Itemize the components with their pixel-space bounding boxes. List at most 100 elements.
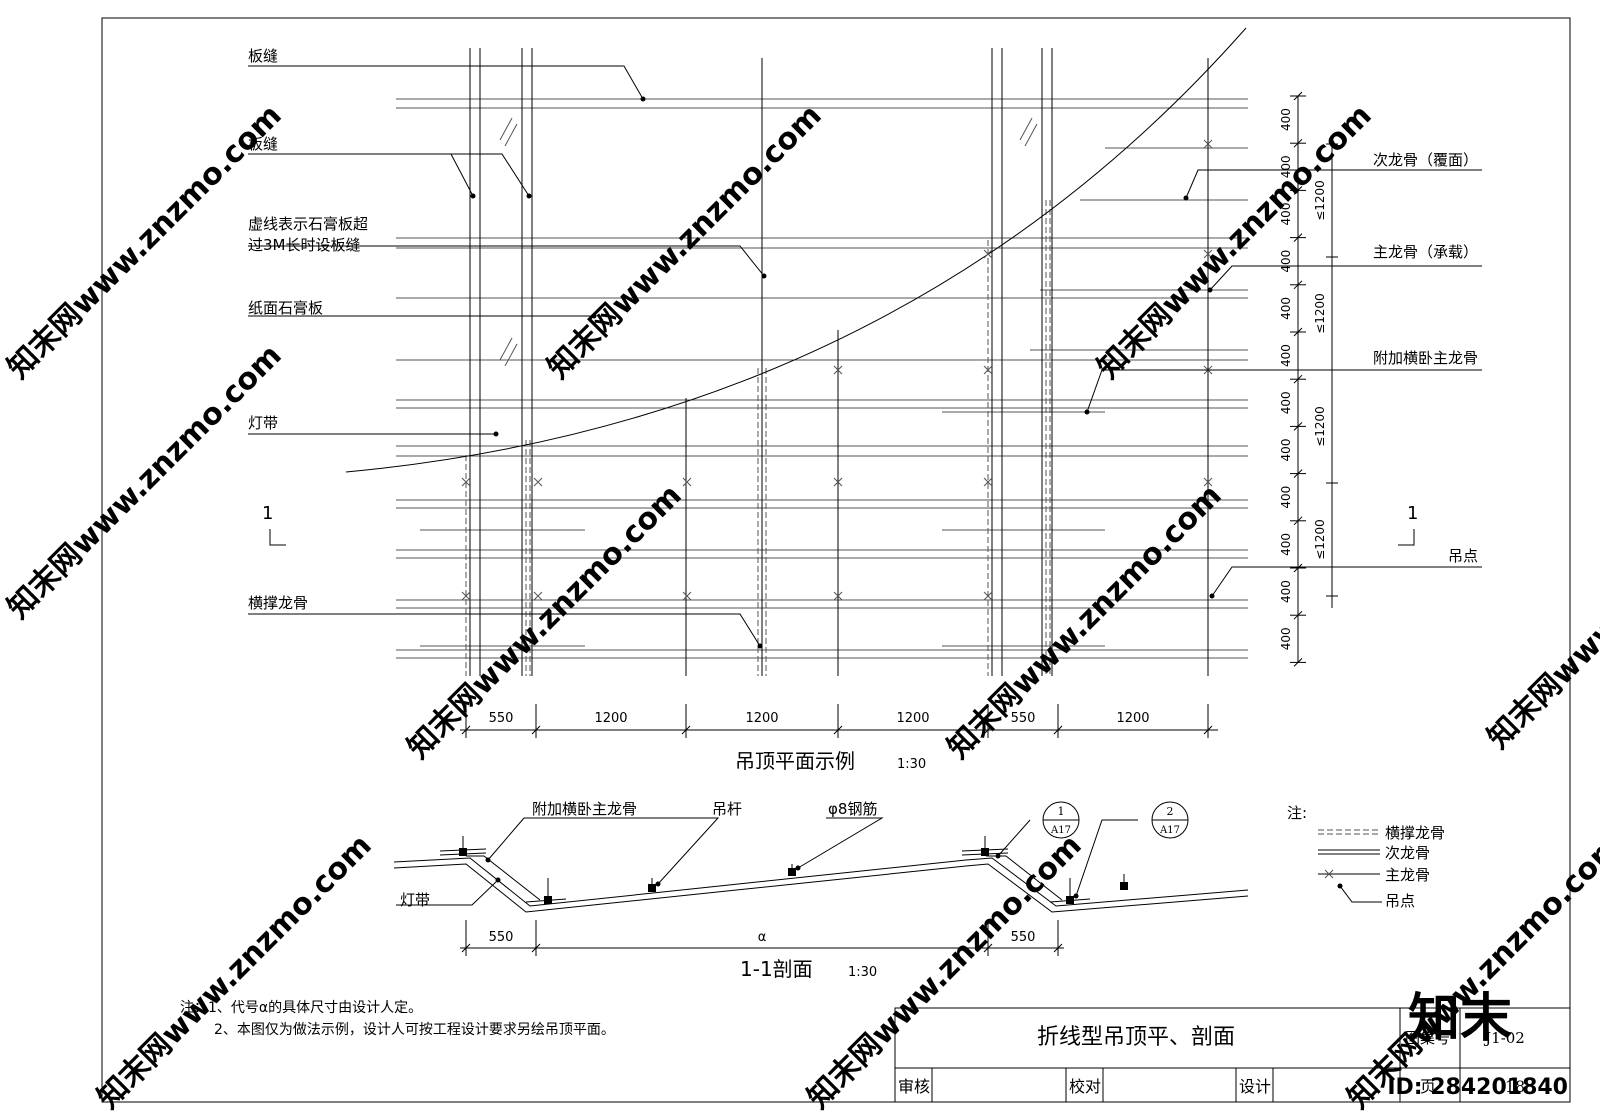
label-hanger-point: 吊点: [1448, 547, 1478, 565]
watermark-site-4: 知末网www.znzmo.com: [1, 338, 289, 626]
watermark-site-2: 知末网www.znzmo.com: [541, 98, 829, 386]
svg-text:1: 1: [1407, 503, 1418, 524]
legend-hanger-point: 吊点: [1385, 892, 1415, 910]
label-board-joint-1: 板缝: [248, 47, 278, 65]
right-dim-400: 400: [1279, 155, 1293, 178]
page-number: 18: [1505, 1077, 1525, 1096]
reviewer-label: 审核: [898, 1077, 930, 1096]
label-light-strip: 灯带: [248, 414, 278, 432]
checker-label: 校对: [1069, 1077, 1101, 1096]
right-dim-group-1200: ≤1200: [1313, 406, 1327, 447]
right-dim-slash: [1293, 563, 1303, 573]
legend-secondary-keel: 次龙骨: [1385, 844, 1430, 862]
svg-text:A17: A17: [1050, 825, 1071, 836]
sec-label-light-strip: 灯带: [400, 891, 430, 909]
right-dim-slash: [1293, 374, 1303, 384]
bottom-dim-label: 1200: [745, 711, 778, 726]
right-dim-400: 400: [1279, 486, 1293, 509]
right-dim-group-1200: ≤1200: [1313, 519, 1327, 560]
right-dim-400: 400: [1279, 439, 1293, 462]
watermark-site-7: 知末网www.znzmo.com: [1481, 468, 1600, 756]
right-dim-slash: [1293, 610, 1303, 620]
plan-view: 板缝 板缝 虚线表示石膏板超 过3M长时设板缝 纸面石膏板 灯带 横撑龙骨 次龙…: [248, 27, 1482, 773]
right-dim-400: 400: [1279, 391, 1293, 414]
svg-text:1: 1: [262, 503, 273, 524]
sec-dim-550-left: 550: [489, 930, 514, 945]
label-extra-main-keel: 附加横卧主龙骨: [1373, 349, 1478, 367]
svg-text:2: 2: [1167, 805, 1174, 818]
bottom-dim-slash: [461, 725, 471, 735]
bottom-dim-label: 1200: [896, 711, 929, 726]
legend: 注: 横撑龙骨 次龙骨 主龙骨 吊点: [1287, 804, 1445, 910]
right-dim-group-1200: ≤1200: [1313, 180, 1327, 221]
right-dim-400: 400: [1279, 108, 1293, 131]
watermark-brand: 知末: [1408, 989, 1512, 1049]
watermark-site-8: 知末网www.znzmo.com: [91, 828, 379, 1116]
bottom-dim-slash: [1053, 725, 1063, 735]
bottom-dim-label: 550: [489, 711, 514, 726]
right-dim-400: 400: [1279, 580, 1293, 603]
bottom-dim-slash: [681, 725, 691, 735]
watermark-site-6: 知末网www.znzmo.com: [941, 478, 1229, 766]
watermark-site-1: 知末网www.znzmo.com: [1, 98, 289, 386]
watermark-site-5: 知末网www.znzmo.com: [401, 478, 689, 766]
svg-text:1: 1: [1058, 805, 1065, 818]
section-mark-right: 1: [1398, 503, 1418, 546]
right-dim-slash: [1293, 186, 1303, 195]
sec-dim-550-right: 550: [1011, 930, 1036, 945]
svg-text:A17: A17: [1159, 825, 1180, 836]
bottom-dim-slash: [531, 725, 541, 735]
right-dim-400: 400: [1279, 533, 1293, 556]
notes: 注：1、代号α的具体尺寸由设计人定。 2、本图仅为做法示例，设计人可按工程设计要…: [180, 1000, 615, 1038]
label-board-joint-2: 板缝: [248, 135, 278, 153]
right-dim-slash: [1293, 280, 1303, 290]
sec-label-extra-main-keel: 附加横卧主龙骨: [532, 800, 637, 818]
legend-cross-brace: 横撑龙骨: [1385, 824, 1445, 842]
bottom-dim-slash: [983, 725, 993, 735]
designer-label: 设计: [1239, 1077, 1271, 1096]
legend-heading: 注:: [1287, 804, 1307, 822]
bottom-dim-slash: [833, 725, 843, 735]
watermark-id: ID: 284201840: [1387, 1075, 1568, 1100]
right-dim-slash: [1293, 91, 1303, 101]
right-dim-slash: [1293, 422, 1303, 431]
sec-label-rebar: φ8钢筋: [828, 800, 877, 818]
right-dim-slash: [1293, 516, 1303, 526]
section-view: 附加横卧主龙骨 吊杆 φ8钢筋 灯带 1 A17 2 A17: [393, 800, 1249, 981]
section-mark-left: 1: [262, 503, 286, 546]
bottom-dim-label: 1200: [594, 711, 627, 726]
right-dim-slash: [1293, 658, 1303, 667]
callout-2: 2 A17: [1151, 801, 1189, 839]
watermark-site-10: 知末网www.znzmo.com: [1341, 828, 1600, 1116]
label-dashed-note-1: 虚线表示石膏板超: [248, 215, 368, 233]
label-secondary-keel: 次龙骨（覆面）: [1373, 151, 1478, 169]
right-dim-slash: [1293, 138, 1303, 148]
right-dim-400: 400: [1279, 203, 1293, 226]
sheet-frame: [101, 17, 1571, 1103]
bottom-dim-slash: [1203, 725, 1213, 735]
sheet-title: 折线型吊顶平、剖面: [1037, 1025, 1235, 1050]
bottom-dim-label: 1200: [1116, 711, 1149, 726]
watermark-site-9: 知末网www.znzmo.com: [801, 828, 1089, 1116]
label-gypsum-board: 纸面石膏板: [248, 299, 323, 317]
label-main-keel: 主龙骨（承载）: [1373, 243, 1478, 261]
right-dim-400: 400: [1279, 627, 1293, 650]
right-dim-group-1200: ≤1200: [1313, 293, 1327, 334]
label-dashed-note-2: 过3M长时设板缝: [248, 236, 361, 254]
right-dim-slash: [1293, 469, 1303, 478]
atlas-number: J1-02: [1483, 1029, 1525, 1047]
sec-dim-alpha: α: [758, 930, 767, 945]
plan-scale: 1:30: [897, 757, 926, 772]
section-title: 1-1剖面: [740, 957, 813, 981]
right-dim-400: 400: [1279, 344, 1293, 367]
bottom-dim-label: 550: [1011, 711, 1036, 726]
title-block: 折线型吊顶平、剖面 图集号 J1-02 审核 校对 设计 页 18: [894, 1007, 1571, 1103]
note-2: 2、本图仅为做法示例，设计人可按工程设计要求另绘吊顶平面。: [214, 1022, 615, 1038]
section-scale: 1:30: [848, 965, 877, 980]
label-cross-brace-keel: 横撑龙骨: [248, 594, 308, 612]
callout-1: 1 A17: [1042, 801, 1080, 839]
right-dim-slash: [1293, 233, 1303, 242]
atlas-label: 图集号: [1405, 1029, 1450, 1047]
page-label: 页: [1420, 1077, 1436, 1096]
